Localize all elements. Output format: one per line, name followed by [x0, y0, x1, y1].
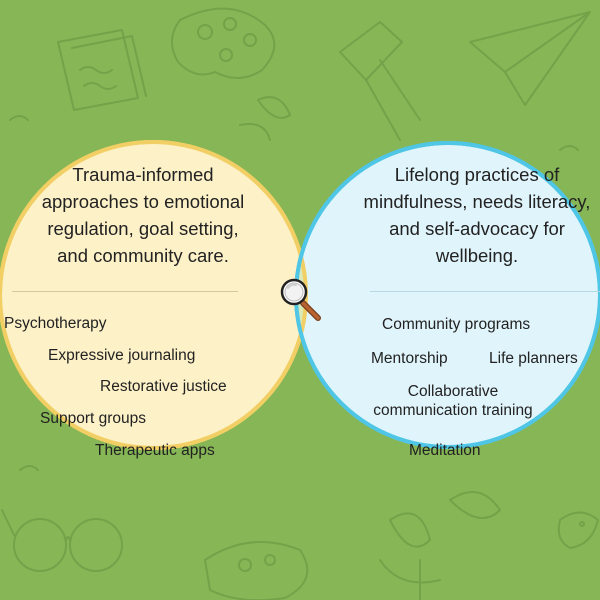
paintbrush-icon [339, 21, 421, 141]
right-item-life-planners: Life planners [489, 350, 578, 367]
right-item-mentorship: Mentorship [371, 350, 448, 367]
left-item-support-groups: Support groups [40, 410, 146, 427]
right-description: Lifelong practices of mindfulness, needs… [363, 164, 591, 266]
plant-icon [379, 491, 501, 600]
palette-bottom-icon [204, 541, 309, 600]
leaf-icon [239, 96, 291, 141]
right-divider [370, 291, 600, 292]
left-description: Trauma-informed approaches to emotional … [41, 164, 245, 266]
right-item-community-programs: Community programs [382, 316, 531, 333]
left-divider [12, 291, 238, 292]
magnifier-icon[interactable] [278, 276, 324, 324]
left-item-psychotherapy: Psychotherapy [4, 315, 107, 332]
right-item-collaborative-communication: Collaborative communication training [373, 383, 533, 419]
right-item-meditation: Meditation [409, 442, 481, 459]
bird-icon [557, 511, 599, 549]
notepad-icon [57, 29, 147, 111]
palette-icon [171, 7, 276, 79]
glasses-icon [1, 509, 123, 572]
left-item-expressive-journaling: Expressive journaling [48, 347, 196, 364]
left-item-restorative-justice: Restorative justice [100, 378, 227, 395]
paper-plane-icon [469, 11, 591, 106]
left-item-therapeutic-apps: Therapeutic apps [95, 442, 215, 459]
